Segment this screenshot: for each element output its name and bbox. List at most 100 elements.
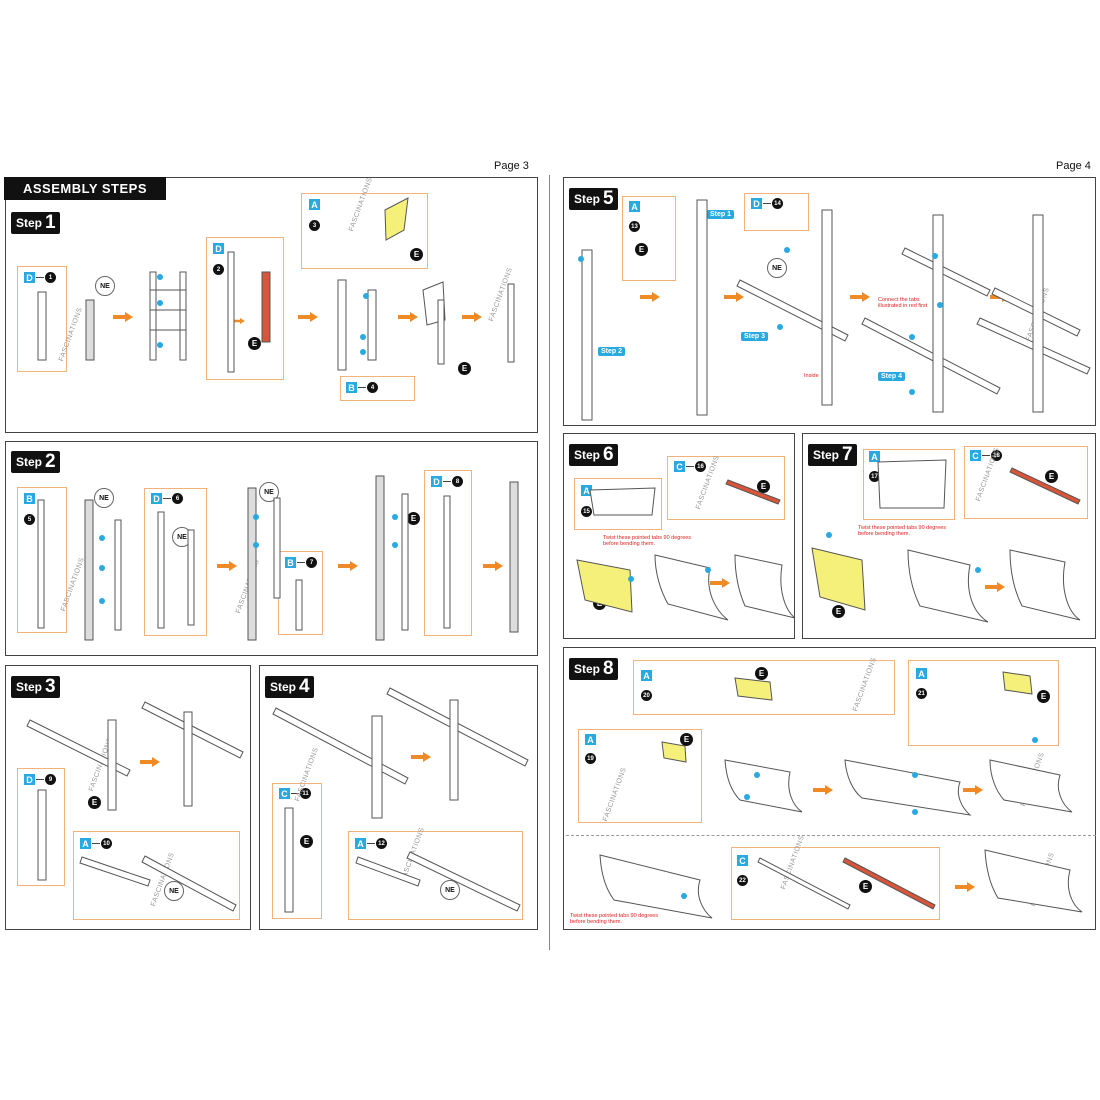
yard-arm (26, 719, 131, 777)
sail-highlight (811, 547, 866, 611)
part-letter: B (346, 382, 357, 393)
part-letter: C (737, 855, 748, 866)
e-marker: E (680, 733, 693, 746)
sail (907, 549, 989, 623)
mast-part (437, 299, 445, 365)
ne-marker: NE (95, 276, 115, 296)
e-marker: E (88, 796, 101, 809)
part-c18-frame (964, 446, 1088, 519)
red-part (261, 271, 271, 343)
e-marker: E (832, 605, 845, 618)
yard-arm (141, 855, 237, 912)
ne-marker: NE (767, 258, 787, 278)
label-dash (36, 277, 44, 278)
yard-arm (272, 707, 409, 785)
mast-part (37, 291, 47, 361)
part-number: 22 (737, 875, 748, 886)
e-marker: E (1037, 690, 1050, 703)
twist-note-step8: Twist these pointed tabs 90 degrees befo… (570, 913, 659, 925)
yard-arm (861, 317, 1001, 395)
part-letter: A (869, 451, 880, 462)
mast-part (284, 807, 294, 913)
inside-note: Inside (804, 373, 819, 379)
blue-dot (937, 302, 943, 308)
blue-dot (99, 565, 105, 571)
mast-part (375, 475, 385, 641)
e-marker: E (757, 480, 770, 493)
part-number: 13 (629, 221, 640, 232)
mast-part (85, 299, 95, 361)
part-number: 18 (991, 450, 1002, 461)
sail (654, 554, 729, 621)
part-number: 15 (581, 506, 592, 517)
mast-part (443, 495, 451, 629)
part-letter: D (24, 272, 35, 283)
part-letter: B (285, 557, 296, 568)
twist-note-step7: Twist these pointed tabs 90 degrees befo… (858, 525, 947, 537)
label-dash (163, 498, 171, 499)
label-dash (36, 779, 44, 780)
label-dash (686, 466, 694, 467)
step-ref-tag: Step 2 (598, 347, 626, 356)
part-letter: A (585, 734, 596, 745)
page-number-left: Page 3 (494, 160, 529, 172)
part-c11-frame (272, 783, 322, 919)
blue-dot (392, 514, 398, 520)
step-8-separator (566, 835, 1096, 836)
red-part (842, 857, 936, 910)
blue-dot (826, 532, 832, 538)
ne-marker: NE (172, 527, 192, 547)
blue-dot (360, 334, 366, 340)
yard-arm (901, 247, 991, 297)
e-marker: E (859, 880, 872, 893)
label-dash (297, 562, 305, 563)
red-part (1009, 467, 1081, 505)
blue-dot (705, 567, 711, 573)
e-marker: E (1045, 470, 1058, 483)
part-letter: A (355, 838, 366, 849)
sail (1009, 549, 1081, 621)
label-dash (982, 455, 990, 456)
sail (589, 487, 656, 516)
sail-highlight (384, 197, 409, 241)
mast-part (183, 711, 193, 807)
mast-part (273, 497, 281, 599)
blue-dot (777, 324, 783, 330)
blue-dot (932, 253, 938, 259)
part-letter: A (629, 201, 640, 212)
sail (984, 849, 1083, 913)
blue-dot (784, 247, 790, 253)
yard-arm (757, 857, 851, 910)
part-d2-frame (206, 237, 284, 380)
e-marker: E (458, 362, 471, 375)
ne-marker: NE (94, 488, 114, 508)
part-number: 1 (45, 272, 56, 283)
twist-note-step6: Twist these pointed tabs 90 degrees befo… (603, 535, 692, 547)
part-letter: A (581, 485, 592, 496)
label-dash (291, 793, 299, 794)
blue-dot (1032, 737, 1038, 743)
blue-dot (754, 772, 760, 778)
part-number: 17 (869, 471, 880, 482)
part-letter: A (641, 670, 652, 681)
part-number: 9 (45, 774, 56, 785)
blue-dot (157, 300, 163, 306)
sail-highlight (734, 677, 773, 701)
part-number: 7 (306, 557, 317, 568)
part-letter: C (279, 788, 290, 799)
sail (734, 554, 796, 619)
part-letter: A (916, 668, 927, 679)
sail-highlight (576, 559, 633, 613)
part-number: 6 (172, 493, 183, 504)
yard-arm (406, 851, 521, 912)
red-part (725, 479, 781, 505)
ne-marker: NE (440, 880, 460, 900)
e-marker: E (300, 835, 313, 848)
blue-dot (157, 342, 163, 348)
